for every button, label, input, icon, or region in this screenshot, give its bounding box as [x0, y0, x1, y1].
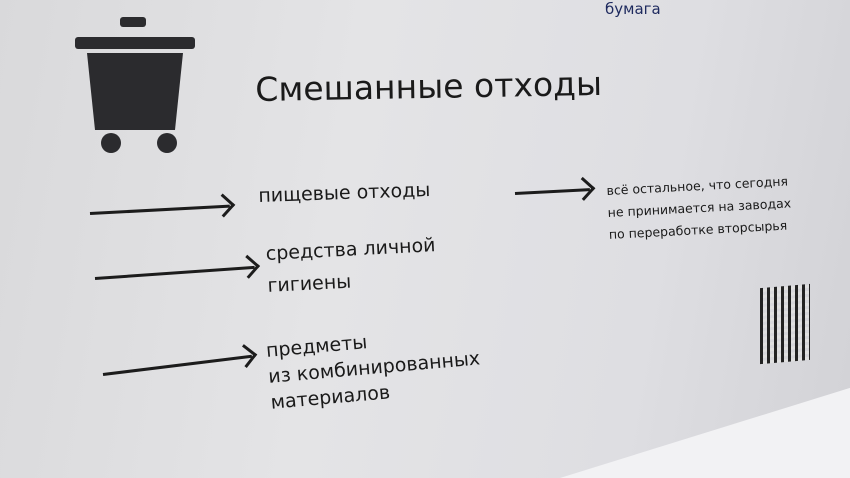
- waste-bin-icon: [75, 17, 195, 153]
- item-hygiene: средства личной гигиены: [265, 234, 437, 297]
- arrow-icon: [89, 204, 230, 215]
- shelf-edge: [560, 387, 850, 478]
- item-food: пищевые отходы: [258, 178, 431, 207]
- top-partial-label: бумага: [605, 0, 661, 18]
- arrow-icon: [514, 188, 590, 195]
- note-text: всё остальное, что сегодня не принимаетс…: [606, 173, 792, 242]
- item-combined: предметы из комбинированных материалов: [265, 331, 481, 414]
- arrow-icon: [102, 354, 253, 376]
- title: Смешанные отходы: [255, 63, 603, 109]
- qr-code: [760, 283, 810, 365]
- arrow-icon: [94, 265, 255, 280]
